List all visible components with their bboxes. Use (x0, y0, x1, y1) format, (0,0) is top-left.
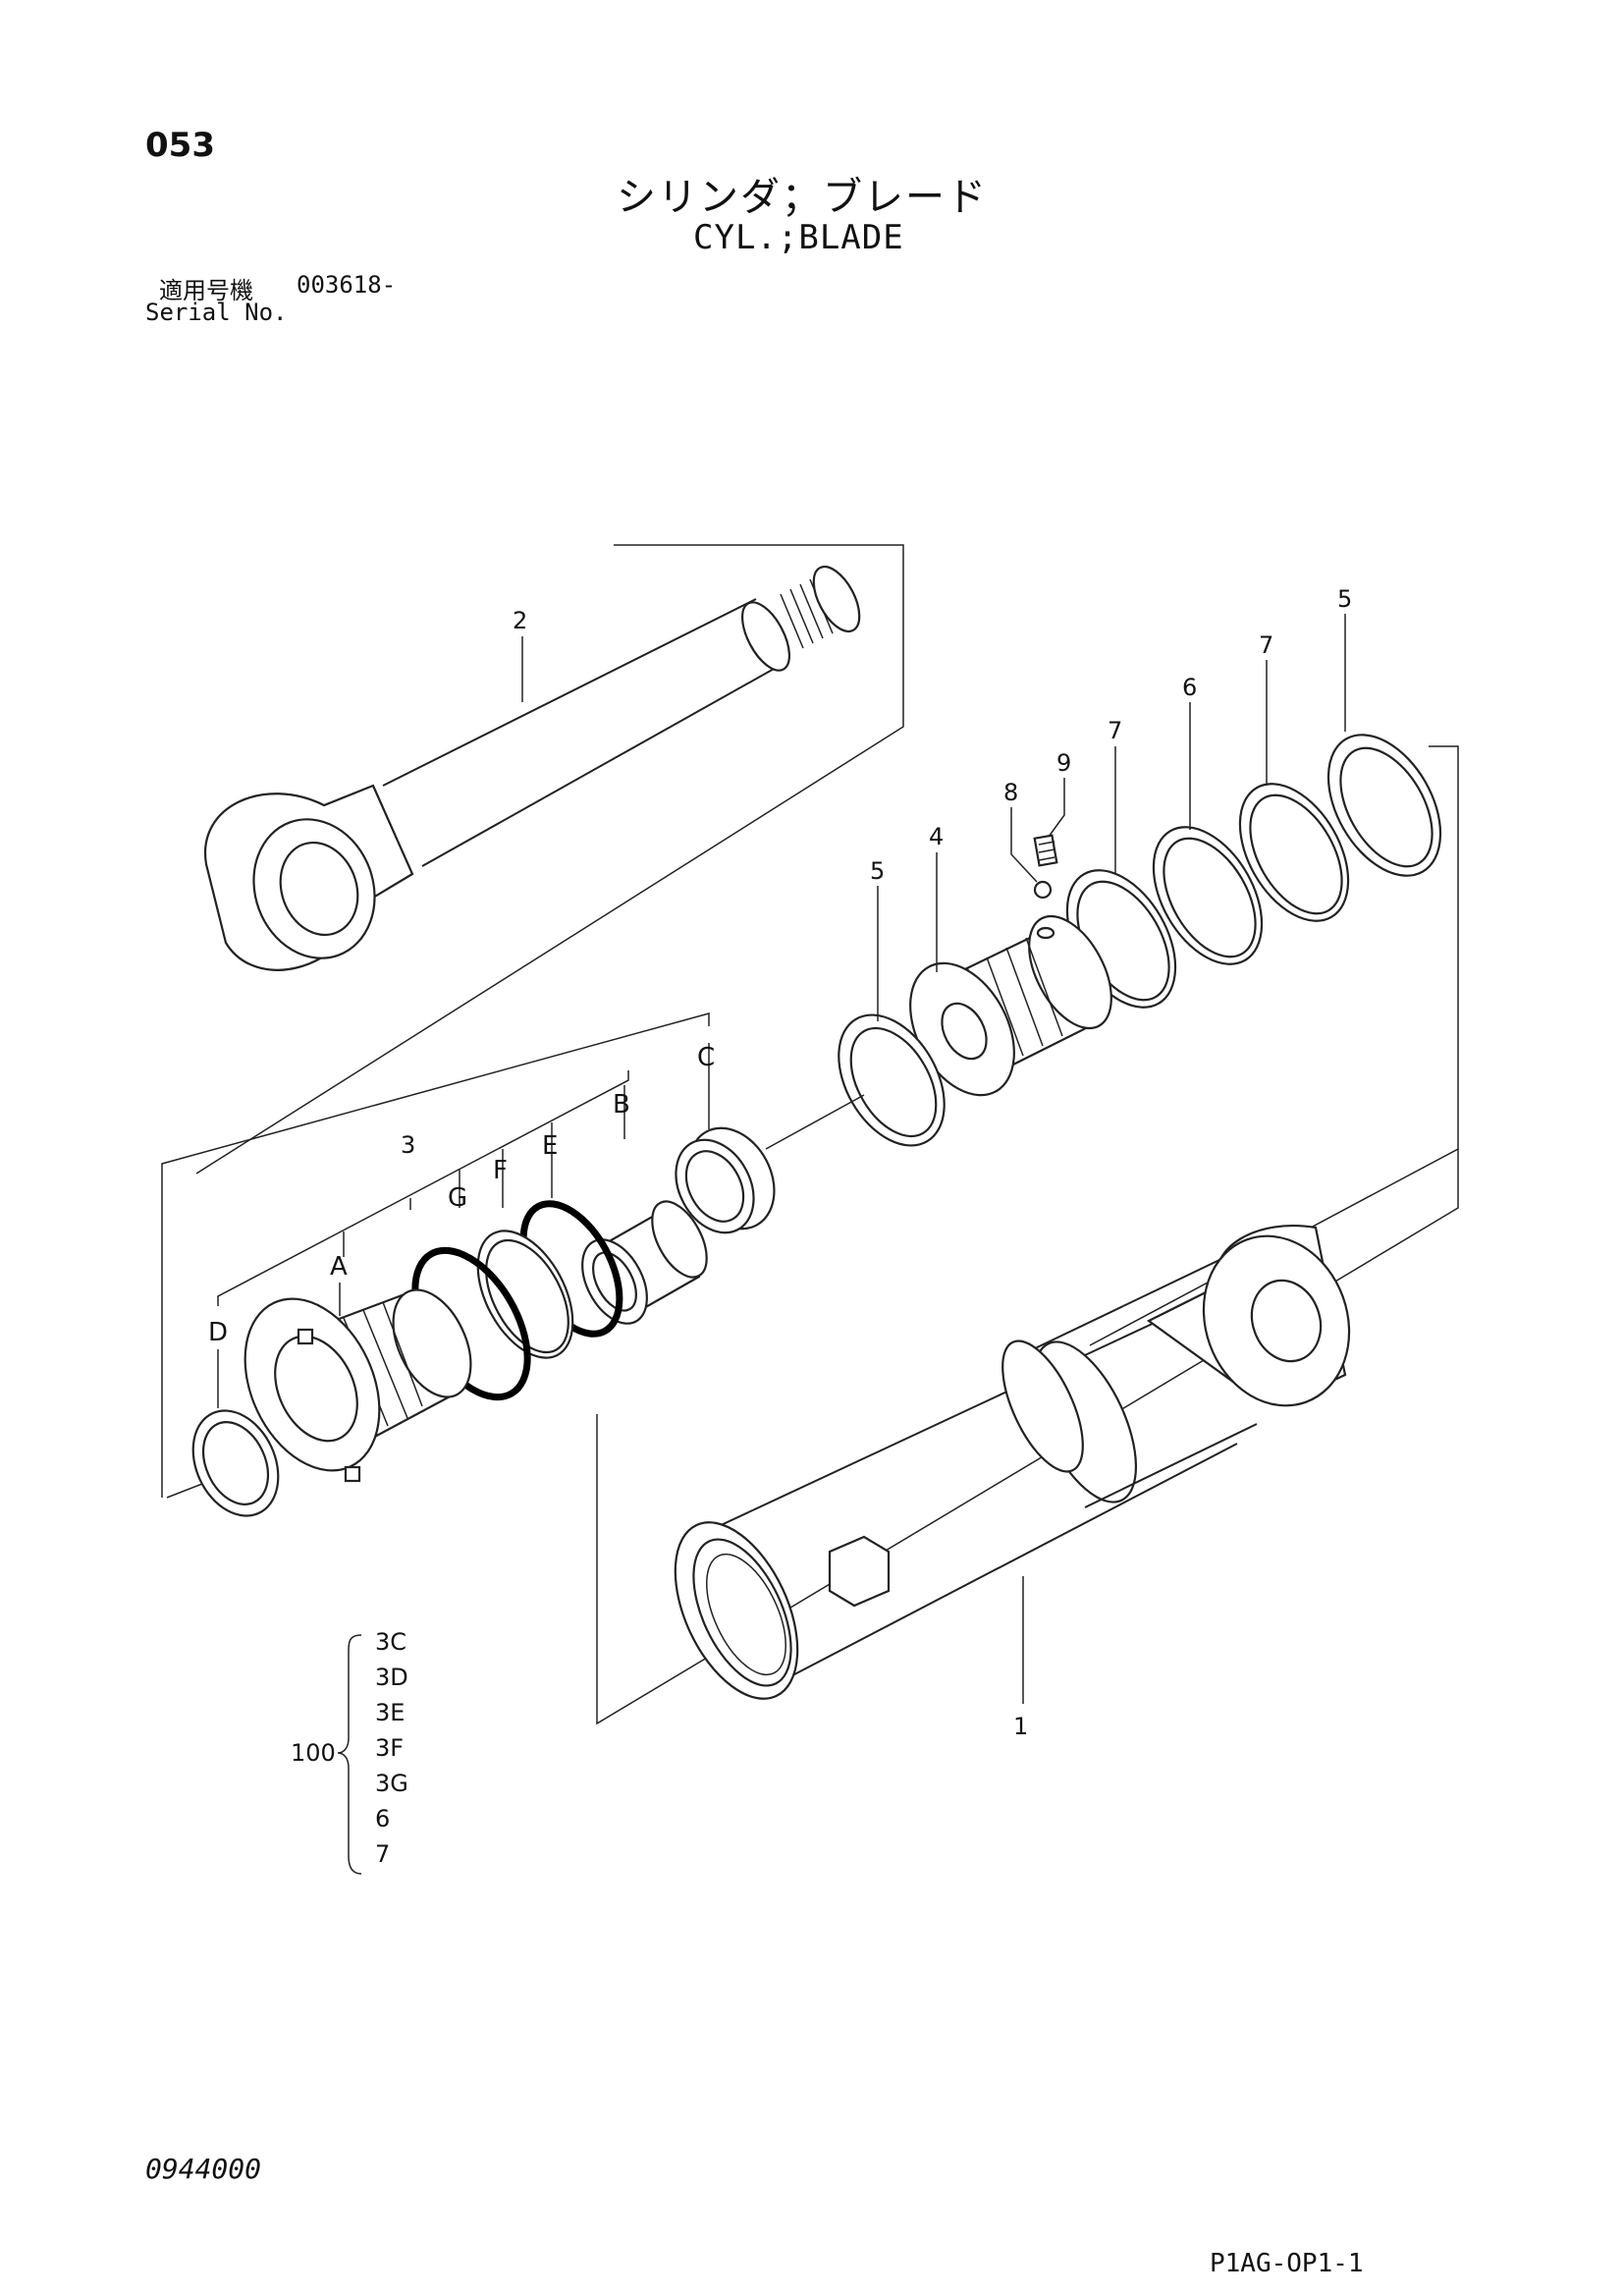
page-number: 053 (145, 126, 215, 165)
callout-3: 3 (401, 1131, 415, 1159)
steel-ball-8 (1033, 880, 1053, 900)
page-title-jp: シリンダ；ブレード (617, 175, 988, 220)
callout-9: 9 (1056, 749, 1071, 777)
cylinder-tube (674, 1225, 1351, 1700)
dust-seal-C (675, 1126, 776, 1234)
backup-ring-F (476, 1230, 574, 1359)
callout-B: B (613, 1090, 630, 1120)
callout-5-right: 5 (1337, 585, 1352, 613)
callout-2: 2 (513, 607, 527, 634)
kit-item-3c: 3C (375, 1628, 406, 1656)
piston-rod (203, 566, 861, 971)
callout-D: D (208, 1318, 228, 1347)
kit-number: 100 (291, 1739, 336, 1767)
kit-item-3g: 3G (375, 1770, 408, 1797)
ring-5-right (1326, 734, 1442, 877)
callout-5-left: 5 (870, 857, 885, 885)
callout-A: A (330, 1252, 348, 1282)
set-screw-9 (1033, 834, 1058, 867)
callout-8: 8 (1003, 779, 1018, 806)
callout-C: C (697, 1043, 715, 1072)
doc-code: 0944000 (145, 2153, 262, 2185)
callout-6: 6 (1182, 674, 1197, 701)
kit-item-7: 7 (375, 1840, 390, 1868)
wiper-ring-D (191, 1409, 280, 1517)
page-code: P1AG-OP1-1 (1210, 2249, 1364, 2278)
page-title-en: CYL.;BLADE (693, 218, 904, 257)
ring-6 (1152, 826, 1264, 965)
callout-G: G (448, 1183, 467, 1213)
callout-F: F (493, 1156, 508, 1185)
tube-group-frame (596, 1149, 1459, 1725)
callout-E: E (542, 1131, 558, 1161)
callout-1: 1 (1013, 1713, 1028, 1740)
rod-cover-A (243, 1288, 472, 1483)
kit-item-3e: 3E (375, 1699, 405, 1726)
kit-item-6: 6 (375, 1805, 390, 1832)
piston-4 (909, 914, 1112, 1097)
callout-4: 4 (929, 823, 944, 850)
rod-group-frame (195, 544, 904, 1175)
serial-label-jp: 適用号機 (159, 277, 253, 304)
kit-item-3f: 3F (375, 1734, 404, 1762)
seal-kit-100: 100 3C 3D 3E 3F 3G 6 7 (291, 1628, 408, 1875)
serial-number: 003618- (297, 271, 397, 299)
ring-7-right (1238, 783, 1350, 922)
callout-7-left: 7 (1108, 717, 1122, 744)
ring-5-left (838, 1013, 946, 1147)
cover-group-frame (161, 1012, 710, 1498)
serial-label-en: Serial No. (145, 299, 288, 326)
callout-7-right: 7 (1259, 631, 1273, 659)
kit-item-3d: 3D (375, 1664, 408, 1691)
